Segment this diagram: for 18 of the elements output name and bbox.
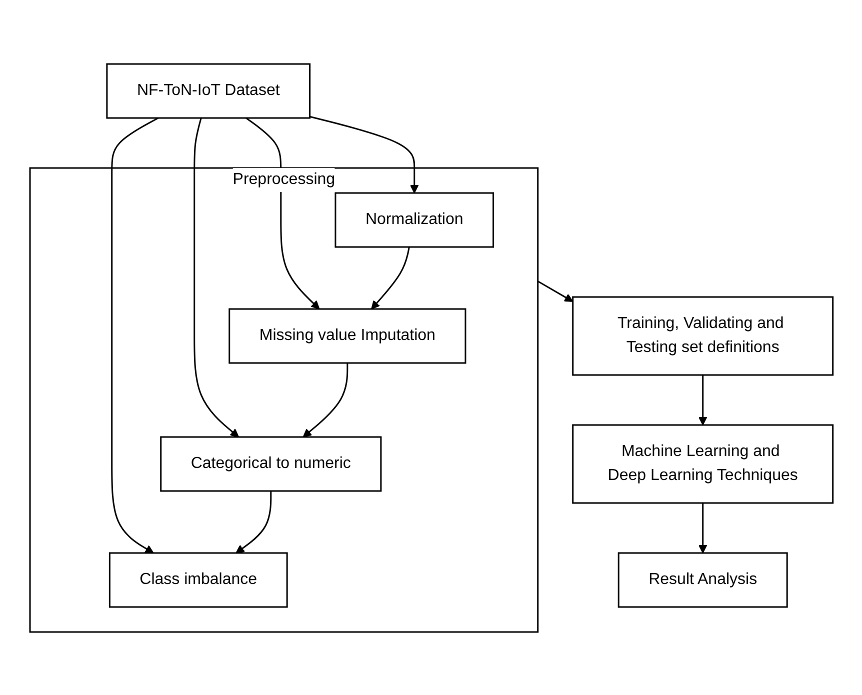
arrow: [235, 490, 272, 553]
arrow: [698, 502, 707, 553]
arrow: [698, 374, 707, 425]
arrow: [537, 280, 573, 302]
node-box: Normalization: [334, 192, 494, 248]
arrow: [309, 115, 418, 193]
arrow: [110, 116, 158, 553]
arrow: [370, 246, 410, 309]
arrow: [302, 362, 348, 437]
node-box: Training, Validating and Testing set definitions: [572, 296, 834, 376]
arrow: [245, 116, 320, 309]
node-box: Class imbalance: [108, 552, 288, 608]
node-box: Result Analysis: [617, 552, 788, 608]
arrow: [193, 117, 239, 437]
node-box: NF-ToN-IoT Dataset: [106, 62, 310, 118]
node-box: Categorical to numeric: [160, 436, 382, 492]
node-box: Machine Learning and Deep Learning Techniques: [572, 424, 834, 504]
node-box: Missing value Imputation: [228, 308, 466, 364]
